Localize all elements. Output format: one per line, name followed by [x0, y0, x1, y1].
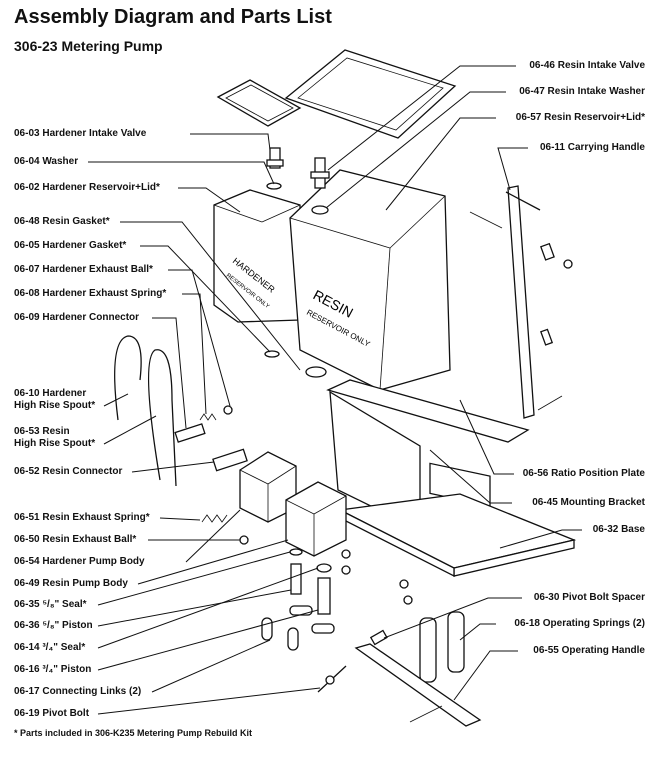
hardener-lid	[216, 79, 302, 127]
hardener-connector	[174, 423, 206, 443]
label-hardener-gasket: 06-05 Hardener Gasket*	[14, 240, 127, 251]
label-resin-exhaust-spring: 06-51 Resin Exhaust Spring*	[14, 512, 150, 523]
page-subtitle: 306-23 Metering Pump	[14, 38, 163, 54]
label-mounting-bracket: 06-45 Mounting Bracket	[532, 497, 645, 508]
label-pivot-bolt: 06-19 Pivot Bolt	[14, 708, 90, 719]
footnote: * Parts included in 306-K235 Metering Pu…	[14, 728, 253, 738]
three-quarter-seal	[316, 563, 332, 573]
resin-exhaust-ball	[239, 535, 249, 545]
resin-exhaust-spring	[201, 514, 228, 523]
operating-handle	[354, 643, 482, 727]
label-hardener-pump-body: 06-54 Hardener Pump Body	[14, 556, 145, 567]
washer	[403, 595, 413, 605]
page-title: Assembly Diagram and Parts List	[14, 6, 332, 28]
hardener-gasket	[264, 350, 280, 358]
resin-spout	[147, 349, 177, 487]
hardener-spout	[114, 335, 142, 421]
label-ratio-position-plate: 06-56 Ratio Position Plate	[522, 468, 645, 479]
label-carrying-handle: 06-11 Carrying Handle	[539, 142, 645, 153]
label-resin-pump-body: 06-49 Resin Pump Body	[14, 578, 128, 589]
label-five-eighths-piston: 06-36 ⁵/₈" Piston	[14, 620, 93, 631]
label-hardener-intake-valve: 06-03 Hardener Intake Valve	[14, 128, 147, 139]
ratio-position-plate	[326, 379, 530, 443]
label-operating-handle: 06-55 Operating Handle	[533, 645, 645, 656]
label-three-quarter-seal: 06-14 ³/₄" Seal*	[14, 642, 86, 653]
hardener-exhaust-spring	[199, 413, 217, 421]
label-hardener-spout-line2: High Rise Spout*	[14, 400, 96, 411]
label-resin-spout-line2: High Rise Spout*	[14, 438, 96, 449]
label-hardener-exhaust-ball: 06-07 Hardener Exhaust Ball*	[14, 264, 153, 275]
operating-springs	[419, 611, 465, 683]
pivot-bolt-spacer	[369, 629, 388, 646]
resin-pump-body	[285, 481, 347, 557]
leader-lines	[88, 65, 582, 715]
label-hardener-connector: 06-09 Hardener Connector	[14, 312, 140, 323]
pivot-bolt	[317, 665, 347, 693]
label-connecting-links: 06-17 Connecting Links (2)	[14, 686, 142, 697]
label-resin-spout-line1: 06-53 Resin	[14, 426, 70, 437]
label-operating-springs: 06-18 Operating Springs (2)	[514, 618, 645, 629]
label-base: 06-32 Base	[592, 524, 645, 535]
label-washer: 06-04 Washer	[14, 156, 79, 167]
resin-reservoir: RESIN RESERVOIR ONLY	[289, 169, 451, 391]
three-quarter-piston	[317, 577, 331, 615]
label-resin-intake-washer: 06-47 Resin Intake Washer	[519, 86, 645, 97]
washer	[341, 565, 351, 575]
hardener-intake-valve	[266, 147, 284, 169]
label-resin-gasket: 06-48 Resin Gasket*	[14, 216, 110, 227]
label-resin-reservoir: 06-57 Resin Reservoir+Lid*	[515, 112, 645, 123]
carrying-handle	[469, 185, 573, 419]
resin-lid	[284, 49, 457, 139]
resin-intake-valve	[310, 157, 330, 189]
label-three-quarter-piston: 06-16 ³/₄" Piston	[14, 664, 92, 675]
washer	[341, 549, 351, 559]
label-resin-exhaust-ball: 06-50 Resin Exhaust Ball*	[14, 534, 137, 545]
five-eighths-seal	[289, 548, 303, 556]
label-resin-intake-valve: 06-46 Resin Intake Valve	[529, 60, 645, 71]
hardener-exhaust-ball	[223, 405, 233, 415]
label-hardener-spout-line1: 06-10 Hardener	[14, 388, 87, 399]
washer	[399, 579, 409, 589]
label-resin-connector: 06-52 Resin Connector	[14, 466, 123, 477]
resin-connector	[212, 448, 248, 472]
resin-gasket	[305, 366, 327, 378]
hardener-reservoir: HARDENER RESERVOIR ONLY	[213, 189, 301, 323]
five-eighths-piston	[290, 563, 302, 595]
label-five-eighths-seal: 06-35 ⁵/₈" Seal*	[14, 599, 87, 610]
label-pivot-bolt-spacer: 06-30 Pivot Bolt Spacer	[533, 592, 645, 603]
label-hardener-exhaust-spring: 06-08 Hardener Exhaust Spring*	[14, 288, 167, 299]
label-hardener-reservoir: 06-02 Hardener Reservoir+Lid*	[14, 182, 160, 193]
resin-washer	[311, 205, 329, 215]
